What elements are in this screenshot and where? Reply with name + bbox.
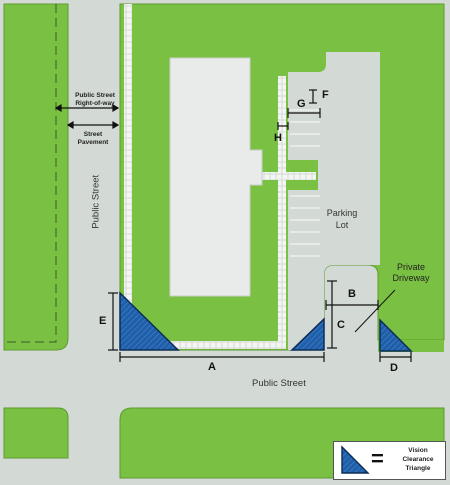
sidewalk-west — [124, 4, 132, 349]
lot-bottom-left — [3, 407, 69, 459]
legend-equals-sign: = — [371, 446, 384, 471]
legend-text-line1: Vision — [408, 447, 428, 454]
parking-lot-label-line1: Parking — [326, 208, 358, 218]
right-of-way-label-line1: Public Street — [75, 92, 115, 99]
street-pavement-label: Street Pavement — [70, 131, 116, 148]
lot-top-left — [3, 3, 69, 351]
dimension-a-label: A — [208, 361, 216, 373]
right-of-way-label: Public Street Right-of-way — [68, 92, 122, 109]
legend: = Vision Clearance Triangle — [333, 441, 446, 480]
parking-lot — [288, 52, 380, 350]
public-street-horizontal-label: Public Street — [252, 378, 306, 389]
building — [169, 57, 263, 297]
parking-lot-label-line2: Lot — [335, 220, 349, 231]
right-of-way-label-line2: Right-of-way — [75, 100, 115, 108]
private-driveway-label-line1: Private — [396, 262, 425, 272]
dimension-b-label: B — [348, 288, 356, 300]
public-street-vertical-label: Public Street — [90, 174, 102, 229]
dimension-f-label: F — [322, 89, 329, 101]
dimension-h-label: H — [274, 132, 282, 144]
legend-text-line3: Triangle — [405, 464, 431, 472]
legend-text: Vision Clearance Triangle — [396, 447, 440, 473]
dimension-e-label: E — [99, 315, 107, 327]
vision-triangle-driveway-right — [379, 318, 413, 352]
dimension-lines — [54, 89, 412, 362]
sidewalk-lot — [278, 76, 286, 349]
sidewalk-cross — [258, 172, 316, 180]
dimension-g-label: G — [297, 98, 306, 110]
parking-lot-label: Parking Lot — [320, 207, 364, 231]
sidewalk-south — [124, 341, 284, 349]
private-driveway-label-line2: Driveway — [392, 273, 430, 284]
private-driveway-label: Private Driveway — [386, 262, 436, 285]
street-pavement-label-line1: Street — [83, 131, 103, 138]
right-of-way-dashed-line — [4, 4, 57, 343]
parking-stall-lines — [290, 109, 320, 257]
vision-triangle-corner — [119, 291, 180, 351]
vision-triangle-driveway-left — [290, 317, 325, 351]
dimension-d-label: D — [390, 362, 398, 374]
legend-triangle-icon — [341, 445, 370, 474]
street-pavement-label-line2: Pavement — [77, 139, 109, 147]
dimension-c-label: C — [337, 319, 345, 331]
legend-text-line2: Clearance — [402, 455, 434, 463]
